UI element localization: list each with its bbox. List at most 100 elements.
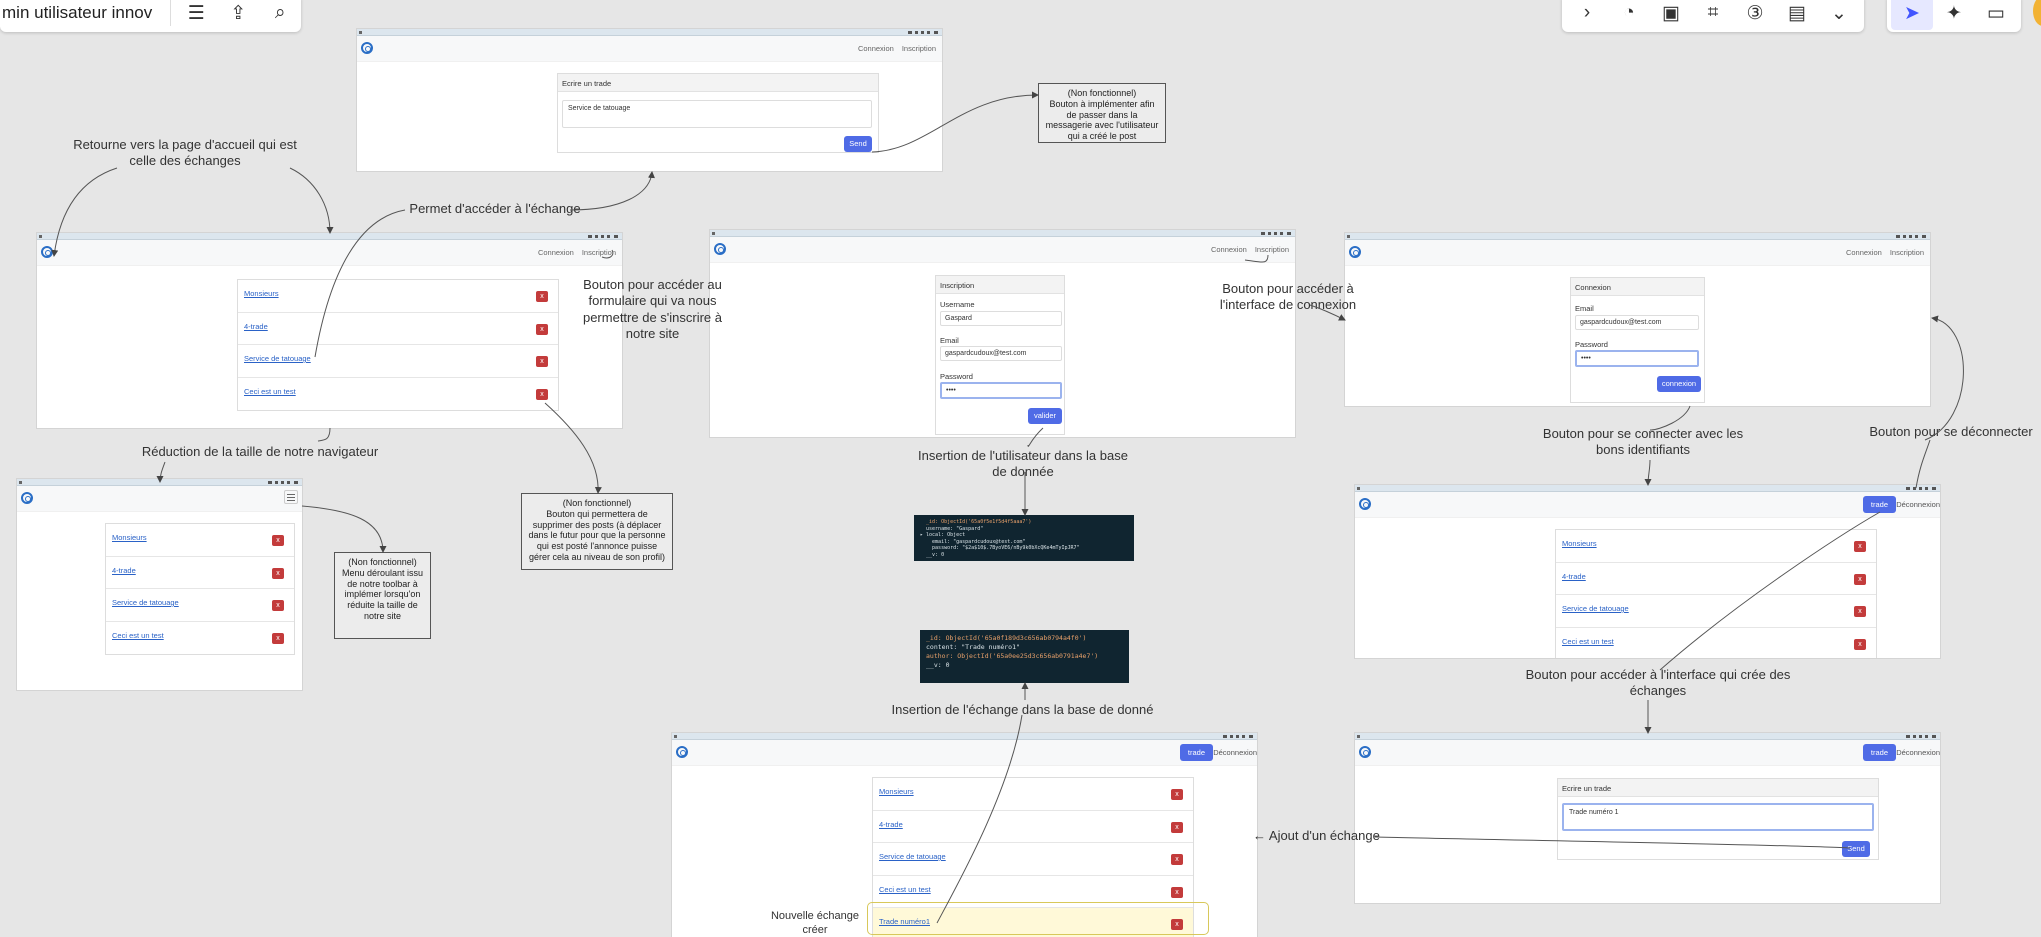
sticky-note-delete[interactable]: (Non fonctionnel) Bouton qui permettera …	[521, 493, 673, 570]
nav-trade-button[interactable]: trade	[1179, 744, 1213, 761]
annotation-add-trade[interactable]: ← Ajout d'un échange	[1253, 828, 1380, 843]
logo-icon[interactable]	[41, 246, 53, 258]
logo-icon[interactable]	[714, 243, 726, 255]
trade-content-input[interactable]: Trade numéro 1	[1562, 803, 1874, 831]
hamburger-menu-icon[interactable]	[284, 490, 298, 504]
navbar: Connexion Inscription	[357, 36, 942, 62]
nav-trade-button[interactable]: trade	[1862, 496, 1896, 513]
username-input[interactable]: Gaspard	[940, 311, 1062, 326]
logo-icon[interactable]	[1359, 746, 1371, 758]
logo-icon[interactable]	[1359, 498, 1371, 510]
trade-link[interactable]: 4-trade	[879, 819, 903, 829]
delete-button[interactable]: x	[1854, 541, 1866, 552]
trade-link[interactable]: 4-trade	[1562, 571, 1586, 581]
notes-icon[interactable]: ▤	[1788, 2, 1806, 24]
trade-content-input[interactable]: Service de tatouage	[562, 100, 872, 128]
annotation-insert-trade[interactable]: Insertion de l'échange dans la base de d…	[891, 702, 1154, 717]
delete-button[interactable]: x	[1171, 854, 1183, 865]
password-input[interactable]: ••••	[940, 382, 1062, 399]
card-icon[interactable]: ▣	[1662, 2, 1680, 24]
delete-button[interactable]: x	[1171, 919, 1183, 930]
trade-link[interactable]: Ceci est un test	[879, 884, 931, 894]
nav-register-link[interactable]: Inscription	[581, 248, 616, 257]
trade-link[interactable]: Ceci est un test	[1562, 636, 1614, 646]
nav-login-link[interactable]: Connexion	[1210, 245, 1247, 254]
delete-button[interactable]: x	[1854, 573, 1866, 585]
delete-button[interactable]: x	[1854, 638, 1866, 650]
trade-link[interactable]: Ceci est un test	[244, 386, 296, 396]
screen-capture-icon[interactable]: ⌗	[1707, 2, 1719, 23]
logo-icon[interactable]	[1349, 246, 1361, 258]
nav-login-link[interactable]: Connexion	[857, 44, 894, 53]
delete-button[interactable]: x	[1854, 606, 1866, 617]
nav-logout-link[interactable]: Déconnexion	[1896, 748, 1940, 757]
double-chevron-down-icon[interactable]: ⌄	[1831, 2, 1847, 24]
send-button[interactable]: Send	[1842, 841, 1870, 857]
trade-link[interactable]: Service de tatouage	[1562, 604, 1629, 613]
board-title[interactable]: min utilisateur innov	[2, 3, 153, 22]
delete-button[interactable]: x	[272, 535, 284, 546]
delete-button[interactable]: x	[272, 632, 284, 644]
logo-icon[interactable]	[21, 492, 33, 504]
annotation-insert-user[interactable]: Insertion de l'utilisateur dans la base …	[918, 448, 1128, 480]
delete-button[interactable]: x	[536, 291, 548, 302]
logo-icon[interactable]	[361, 42, 373, 54]
annotation-new-trade[interactable]: Nouvelle échange créer	[770, 910, 860, 936]
export-icon[interactable]: ⇪	[230, 2, 247, 24]
sticky-note-send[interactable]: (Non fonctionnel) Bouton à implémenter a…	[1038, 83, 1166, 143]
trade-link[interactable]: 4-trade	[112, 565, 136, 575]
logo-icon[interactable]	[676, 746, 688, 758]
trade-link[interactable]: Service de tatouage	[879, 852, 946, 861]
nav-login-link[interactable]: Connexion	[1845, 248, 1882, 257]
send-button[interactable]: Send	[844, 136, 872, 152]
login-header: Connexion	[1571, 278, 1704, 296]
trade-link[interactable]: Service de tatouage	[112, 598, 179, 607]
annotation-login-button[interactable]: Bouton pour accéder à l'interface de con…	[1219, 281, 1357, 313]
annotation-connect[interactable]: Bouton pour se connecter avec les bons i…	[1542, 426, 1744, 458]
nav-logout-link[interactable]: Déconnexion	[1896, 500, 1940, 509]
delete-button[interactable]: x	[272, 600, 284, 611]
annotation-access-trade[interactable]: Permet d'accéder à l'échange	[409, 201, 581, 216]
page-count-icon[interactable]: ③	[1746, 2, 1764, 24]
delete-button[interactable]: x	[272, 567, 284, 579]
sticky-note-menu[interactable]: (Non fonctionnel) Menu déroulant issu de…	[334, 552, 431, 639]
password-input[interactable]: ••••	[1575, 350, 1699, 367]
login-submit-button[interactable]: connexion	[1657, 376, 1701, 392]
menu-icon[interactable]: ☰	[187, 2, 205, 24]
trade-link[interactable]: 4-trade	[244, 321, 268, 331]
nav-logout-link[interactable]: Déconnexion	[1213, 748, 1257, 757]
celebrate-icon[interactable]: ✦	[1946, 2, 1962, 24]
nav-login-link[interactable]: Connexion	[537, 248, 574, 257]
trade-link[interactable]: Monsieurs	[1562, 539, 1597, 548]
annotation-resize[interactable]: Réduction de la taille de notre navigate…	[141, 444, 379, 459]
delete-button[interactable]: x	[1171, 886, 1183, 898]
delete-button[interactable]: x	[536, 388, 548, 400]
trade-link[interactable]: Monsieurs	[112, 533, 147, 542]
comment-icon[interactable]: ▭	[1987, 2, 2005, 24]
nav-register-link[interactable]: Inscription	[1254, 245, 1289, 254]
nav-register-link[interactable]: Inscription	[1889, 248, 1924, 257]
delete-button[interactable]: x	[536, 356, 548, 367]
trade-link[interactable]: Service de tatouage	[244, 354, 311, 363]
timer-icon[interactable]: ◔	[1623, 2, 1635, 23]
annotation-home[interactable]: Retourne vers la page d'accueil qui est …	[73, 137, 297, 169]
annotation-register-button[interactable]: Bouton pour accéder au formulaire qui va…	[582, 277, 723, 341]
user-avatar[interactable]	[2033, 0, 2041, 26]
trade-link[interactable]: Monsieurs	[879, 787, 914, 796]
annotation-trade-interface[interactable]: Bouton pour accéder à l'interface qui cr…	[1525, 667, 1791, 699]
chevron-right-icon[interactable]: ›	[1583, 2, 1591, 23]
delete-button[interactable]: x	[1171, 821, 1183, 833]
nav-register-link[interactable]: Inscription	[901, 44, 936, 53]
delete-button[interactable]: x	[536, 323, 548, 335]
search-icon[interactable]: ⌕	[274, 2, 286, 23]
email-input[interactable]: gaspardcudoux@test.com	[1575, 315, 1699, 330]
submit-button[interactable]: valider	[1028, 408, 1062, 424]
trade-link[interactable]: Ceci est un test	[112, 630, 164, 640]
trade-link[interactable]: Trade numéro1	[879, 917, 930, 926]
trade-link[interactable]: Monsieurs	[244, 289, 279, 298]
delete-button[interactable]: x	[1171, 789, 1183, 800]
select-pointer-icon[interactable]: ➤	[1891, 0, 1933, 30]
email-input[interactable]: gaspardcudoux@test.com	[940, 346, 1062, 361]
annotation-logout[interactable]: Bouton pour se déconnecter	[1869, 424, 2033, 439]
nav-trade-button[interactable]: trade	[1862, 744, 1896, 761]
